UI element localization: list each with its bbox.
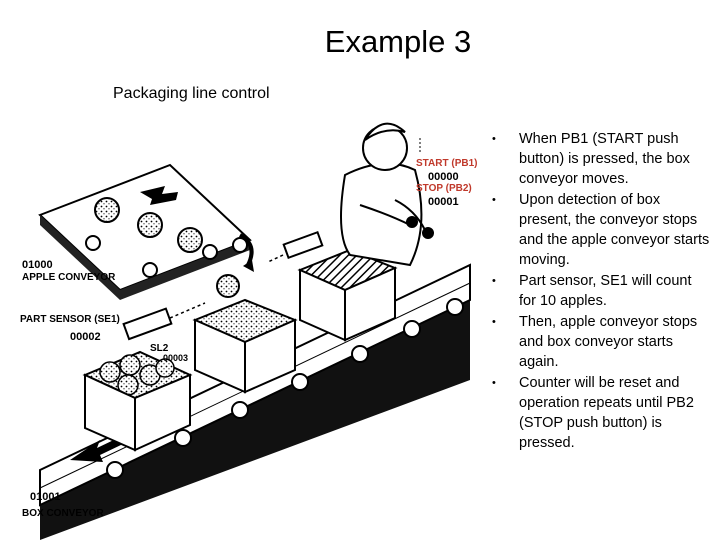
bullet-text: Counter will be reset and operation repe… [519,375,694,451]
bullet-text: Upon detection of box present, the conve… [519,192,710,268]
apple-conveyor-address: 01000 [22,259,53,271]
slide-title: Example 3 [324,24,472,59]
box-under-apple [297,248,398,342]
bullet-list: •When PB1 (START push button) is pressed… [490,129,712,454]
apple-conveyor-label: APPLE CONVEYOR [22,272,116,283]
sl2-address: 00003 [163,353,188,363]
stop-pb2-label: STOP (PB2) [416,183,472,194]
packaging-line-illustration: START (PB1) 00000 STOP (PB2) 00001 01000… [20,122,477,540]
operator-figure [340,122,434,267]
box-middle [192,298,298,394]
bullet-item: •Then, apple conveyor stops and box conv… [492,314,698,370]
box-conveyor-label: BOX CONVEYOR [22,508,104,519]
bullet-item: •Upon detection of box present, the conv… [492,192,710,268]
bullet-item: •When PB1 (START push button) is pressed… [492,131,690,187]
box-sensor [267,230,324,263]
bullet-item: •Counter will be reset and operation rep… [492,375,694,451]
sl2-label: SL2 [150,343,169,354]
part-sensor-label: PART SENSOR (SE1) [20,314,120,325]
slide-subtitle: Packaging line control [113,85,270,102]
bullet-item: •Part sensor, SE1 will count for 10 appl… [492,273,692,309]
apple-conveyor [38,163,254,300]
stop-pb2-address: 00001 [428,196,459,208]
bullet-text: When PB1 (START push button) is pressed,… [519,131,690,187]
start-pb1-label: START (PB1) [416,158,477,169]
part-sensor-se1 [122,302,206,341]
part-sensor-address: 00002 [70,331,101,343]
start-pb1-address: 00000 [428,171,459,183]
bullet-text: Part sensor, SE1 will count for 10 apple… [519,273,692,309]
box-filled [82,350,193,452]
box-conveyor-address: 01001 [30,491,61,503]
bullet-text: Then, apple conveyor stops and box conve… [519,314,698,370]
